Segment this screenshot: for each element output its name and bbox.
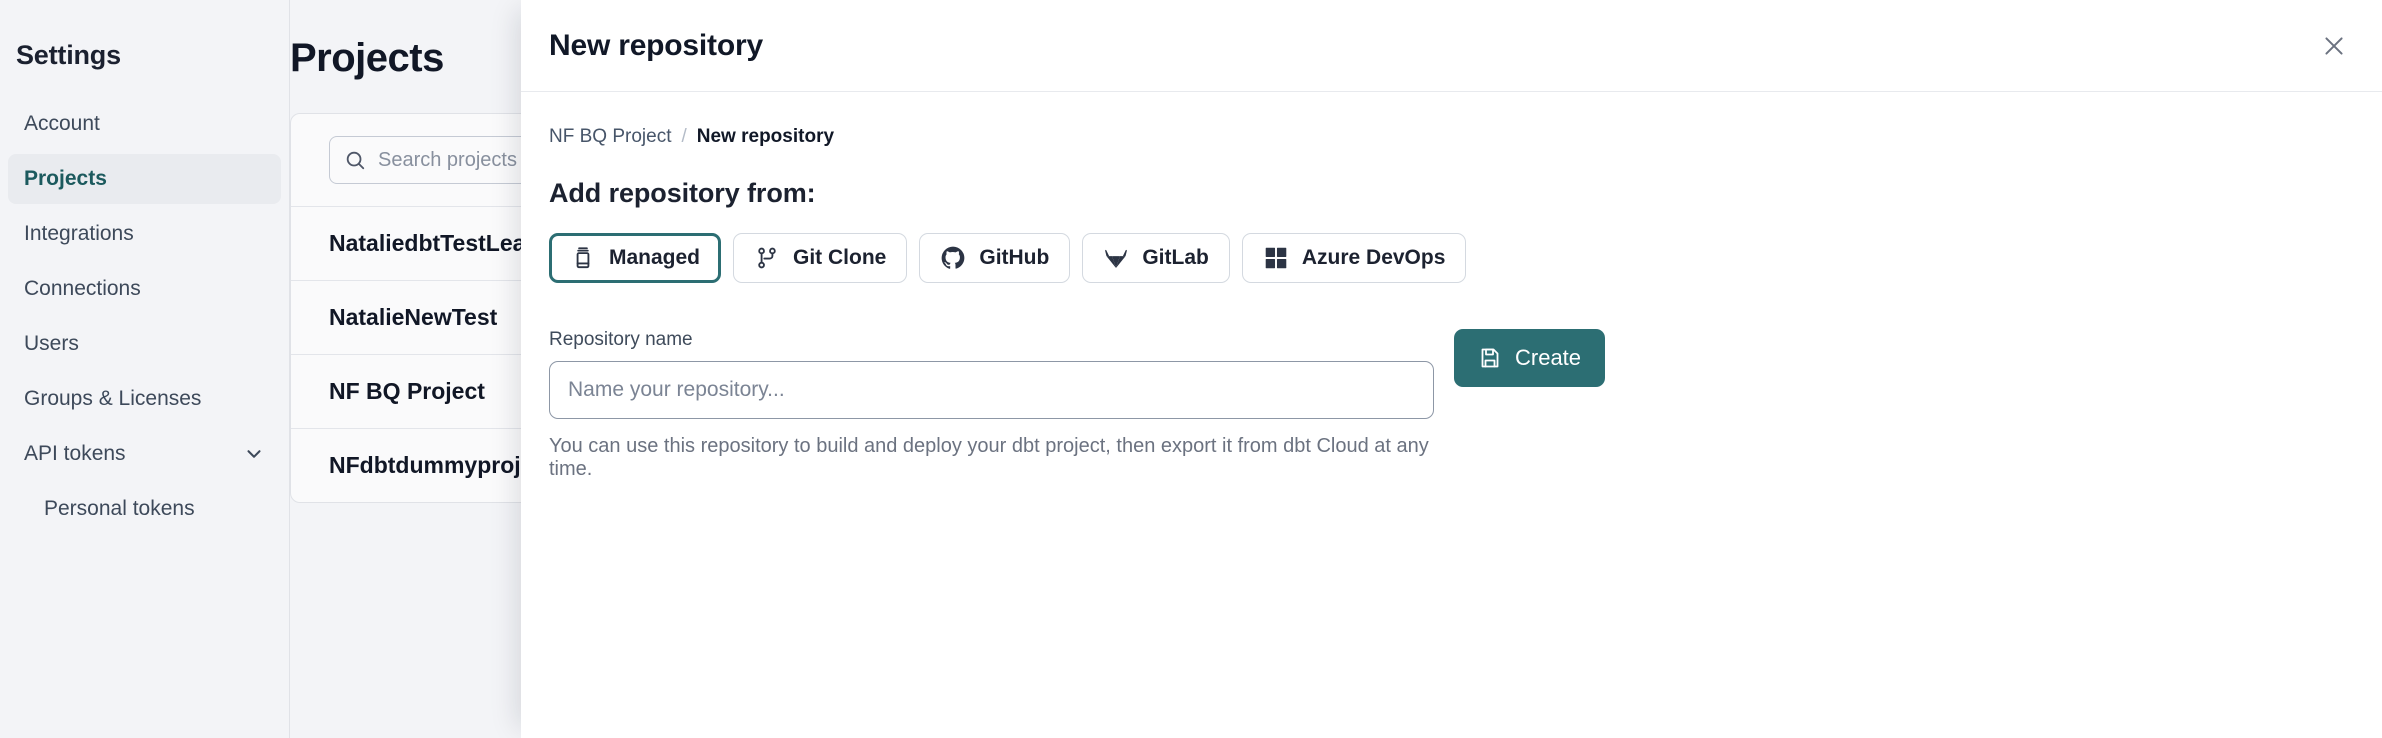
close-icon[interactable] (2314, 26, 2354, 66)
sidebar-item-personal-tokens[interactable]: Personal tokens (8, 484, 281, 534)
gitlab-icon (1103, 245, 1129, 271)
sidebar-item-account[interactable]: Account (8, 99, 281, 149)
section-title: Add repository from: (549, 178, 816, 208)
repository-name-input[interactable] (549, 361, 1434, 419)
sidebar-title: Settings (16, 40, 121, 70)
breadcrumb-parent-link[interactable]: NF BQ Project (549, 126, 672, 147)
page-title: Projects (290, 36, 444, 80)
source-option-label: GitLab (1142, 246, 1209, 269)
source-option-git-clone[interactable]: Git Clone (733, 233, 908, 283)
modal-title: New repository (549, 28, 763, 62)
sidebar-item-label: API tokens (24, 442, 126, 465)
sidebar-item-api-tokens[interactable]: API tokens (8, 429, 281, 479)
azure-devops-icon (1263, 245, 1289, 271)
source-option-gitlab[interactable]: GitLab (1082, 233, 1230, 283)
sidebar-item-projects[interactable]: Projects (8, 154, 281, 204)
settings-sidebar: Settings Account Projects Integrations C… (0, 0, 290, 738)
chevron-down-icon[interactable] (243, 443, 265, 465)
new-repository-modal: New repository NF BQ Project / New repos… (521, 0, 2382, 738)
breadcrumb-current: New repository (696, 126, 835, 147)
source-option-label: Git Clone (793, 246, 887, 269)
sidebar-item-label: Personal tokens (44, 497, 195, 520)
sidebar-item-integrations[interactable]: Integrations (8, 209, 281, 259)
modal-header: New repository (521, 0, 2382, 92)
sidebar-item-label: Integrations (24, 222, 134, 245)
save-icon (1478, 346, 1502, 370)
create-button[interactable]: Create (1454, 329, 1606, 387)
source-option-azure-devops[interactable]: Azure DevOps (1241, 233, 1467, 283)
source-option-github[interactable]: GitHub (919, 233, 1071, 283)
repository-name-label: Repository name (549, 329, 693, 350)
repository-name-field-group: Repository name You can use this reposit… (549, 329, 1434, 481)
sidebar-item-label: Groups & Licenses (24, 387, 202, 410)
modal-body: NF BQ Project / New repository Add repos… (521, 92, 2382, 481)
create-button-label: Create (1515, 345, 1582, 370)
breadcrumb: NF BQ Project / New repository (549, 126, 2354, 148)
repository-source-options: Managed Git Clone (549, 233, 2354, 283)
sidebar-item-connections[interactable]: Connections (8, 264, 281, 314)
source-option-label: Managed (609, 246, 701, 269)
git-branch-icon (754, 245, 780, 271)
source-option-managed[interactable]: Managed (549, 233, 722, 283)
sidebar-item-groups-licenses[interactable]: Groups & Licenses (8, 374, 281, 424)
breadcrumb-separator: / (681, 126, 687, 147)
source-option-label: Azure DevOps (1301, 246, 1446, 269)
database-icon (570, 245, 596, 271)
sidebar-item-label: Account (24, 112, 100, 135)
github-icon (940, 245, 966, 271)
sidebar-item-users[interactable]: Users (8, 319, 281, 369)
search-icon (344, 149, 366, 171)
repository-help-text: You can use this repository to build and… (549, 435, 1429, 480)
source-option-label: GitHub (979, 246, 1050, 269)
repository-name-row: Repository name You can use this reposit… (549, 329, 2354, 481)
sidebar-item-label: Users (24, 332, 79, 355)
sidebar-item-label: Connections (24, 277, 141, 300)
sidebar-item-label: Projects (24, 167, 107, 190)
